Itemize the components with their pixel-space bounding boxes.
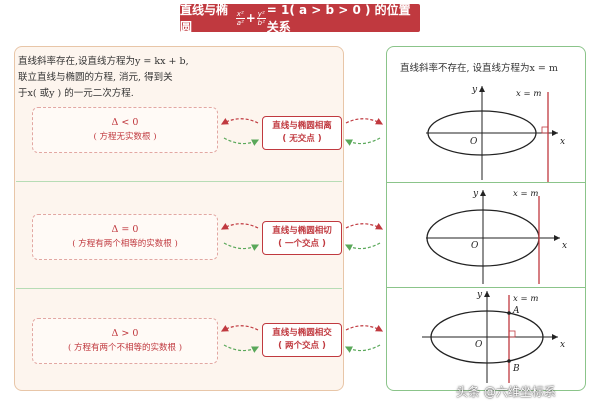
title-fraction-y: y² b²	[256, 9, 266, 27]
case-no-roots: Δ < 0 ( 方程无实数根 )	[32, 107, 218, 153]
panel-divider	[16, 181, 342, 182]
title-prefix: 直线与椭圆	[180, 3, 229, 34]
arrow-right-red	[345, 324, 384, 332]
origin-label: O	[471, 241, 479, 251]
slope-undefined-panel	[386, 46, 586, 391]
line-label: x = m	[516, 89, 541, 99]
watermark: 头条 @六维坐标系	[456, 385, 556, 399]
graph-intersect: O x y x = m A B	[422, 290, 565, 383]
result-intersect: 直线与椭圆相交 ( 两个交点 )	[262, 323, 342, 357]
x-axis-label: x	[562, 241, 567, 251]
arrow-right-green	[344, 242, 381, 251]
title-plus: +	[245, 11, 256, 25]
arrow-right-red	[345, 117, 384, 125]
graph-separate: O x y x = m	[426, 85, 565, 182]
point-a-label: A	[512, 306, 520, 316]
title-banner: 直线与椭圆 x² a² + y² b² = 1( a > b > 0 ) 的位置…	[180, 3, 420, 34]
title-suffix: = 1( a > b > 0 ) 的位置关系	[266, 3, 411, 34]
origin-label: O	[475, 340, 483, 350]
line-label: x = m	[513, 294, 538, 304]
point-b-label: B	[512, 364, 520, 374]
arrow-left-green	[223, 242, 260, 251]
slope-undefined-intro: 直线斜率不存在, 设直线方程为x = m	[400, 63, 558, 74]
slope-exists-intro: 直线斜率存在,设直线方程为y = kx + b, 联立直线与椭圆的方程, 消元,…	[18, 56, 189, 99]
line-label: x = m	[513, 189, 538, 199]
arrow-right-red	[345, 222, 384, 230]
arrow-right-green	[344, 344, 381, 353]
arrow-left-green	[223, 344, 260, 353]
panel-divider	[387, 287, 585, 288]
origin-label: O	[470, 137, 478, 147]
y-axis-label: y	[471, 85, 478, 95]
title-fraction-x: x² a²	[235, 9, 245, 27]
case-two-roots: Δ > 0 ( 方程有两个不相等的实数根 )	[32, 318, 218, 364]
x-axis-label: x	[560, 340, 565, 350]
arrow-left-red	[220, 324, 259, 332]
graph-tangent: O x y x = m	[426, 189, 567, 284]
result-tangent: 直线与椭圆相切 ( 一个交点 )	[262, 221, 342, 255]
x-axis-label: x	[560, 137, 565, 147]
y-axis-label: y	[476, 290, 483, 300]
arrow-left-red	[220, 117, 259, 125]
result-separate: 直线与椭圆相离 ( 无交点 )	[262, 116, 342, 150]
panel-divider	[16, 288, 342, 289]
arrow-right-green	[344, 137, 381, 146]
y-axis-label: y	[472, 189, 479, 199]
case-equal-roots: Δ = 0 ( 方程有两个相等的实数根 )	[32, 214, 218, 260]
arrow-left-green	[223, 137, 260, 146]
panel-divider	[387, 182, 585, 183]
arrow-left-red	[220, 222, 259, 230]
